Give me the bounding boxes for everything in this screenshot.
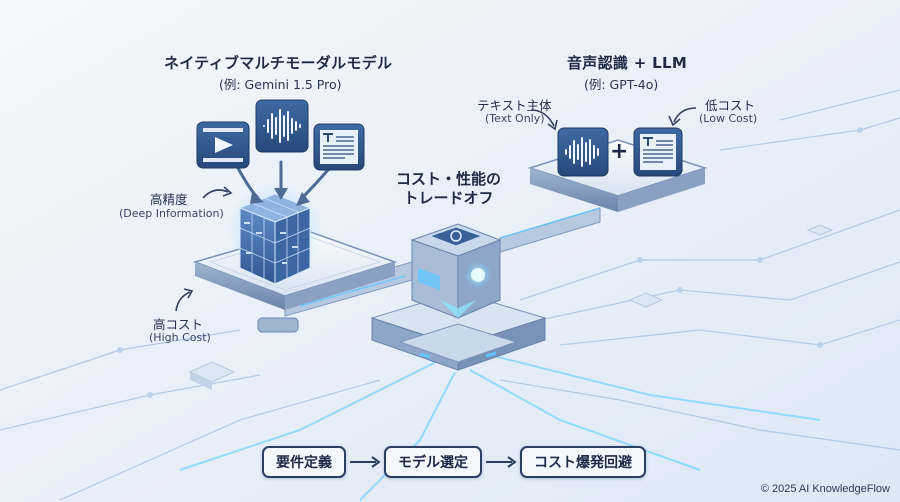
- copyright: © 2025 AI KnowledgeFlow: [760, 483, 890, 495]
- flow-step-requirements: 要件定義: [262, 446, 346, 478]
- accuracy-label: 高精度: [150, 192, 188, 207]
- high-cost-sub: (High Cost): [149, 331, 211, 344]
- plus-sign: +: [610, 139, 629, 164]
- curved-arrow-up-icon: [175, 288, 194, 312]
- flow-arrow-icon: [346, 455, 384, 469]
- accuracy-sub: (Deep Information): [119, 207, 224, 220]
- center-pillar: [370, 223, 547, 371]
- curved-arrow-icon: [202, 186, 233, 199]
- right-title: 音声認識 + LLM: [567, 54, 688, 72]
- video-icon: [196, 121, 250, 169]
- tradeoff-title: コスト・性能の トレードオフ: [396, 170, 501, 208]
- text-only-label: テキスト主体: [477, 98, 552, 113]
- document-icon-left: [313, 123, 365, 171]
- process-flow: 要件定義 モデル選定 コスト爆発回避: [262, 445, 646, 479]
- document-icon-right: [633, 127, 683, 177]
- flow-step-avoid-cost-explosion: コスト爆発回避: [520, 446, 646, 478]
- tradeoff-line-2: トレードオフ: [403, 189, 494, 207]
- left-title: ネイティブマルチモーダルモデル: [164, 54, 393, 72]
- curved-arrow-left-icon: [668, 107, 697, 127]
- flow-step-model-selection: モデル選定: [384, 446, 482, 478]
- low-cost-label: 低コスト: [705, 98, 756, 113]
- right-example: (例: GPT-4o): [584, 77, 659, 92]
- tradeoff-line-1: コスト・性能の: [396, 170, 502, 188]
- left-example: (例: Gemini 1.5 Pro): [219, 77, 342, 92]
- waveform-icon-left: [255, 99, 309, 153]
- high-cost-label: 高コスト: [153, 317, 204, 332]
- low-cost-sub: (Low Cost): [699, 112, 758, 125]
- data-cube: [227, 182, 323, 285]
- flow-arrow-icon: [482, 455, 520, 469]
- curved-arrow-right-icon: [530, 109, 558, 131]
- text-only-sub: (Text Only): [485, 112, 545, 125]
- waveform-icon-right: [557, 127, 609, 177]
